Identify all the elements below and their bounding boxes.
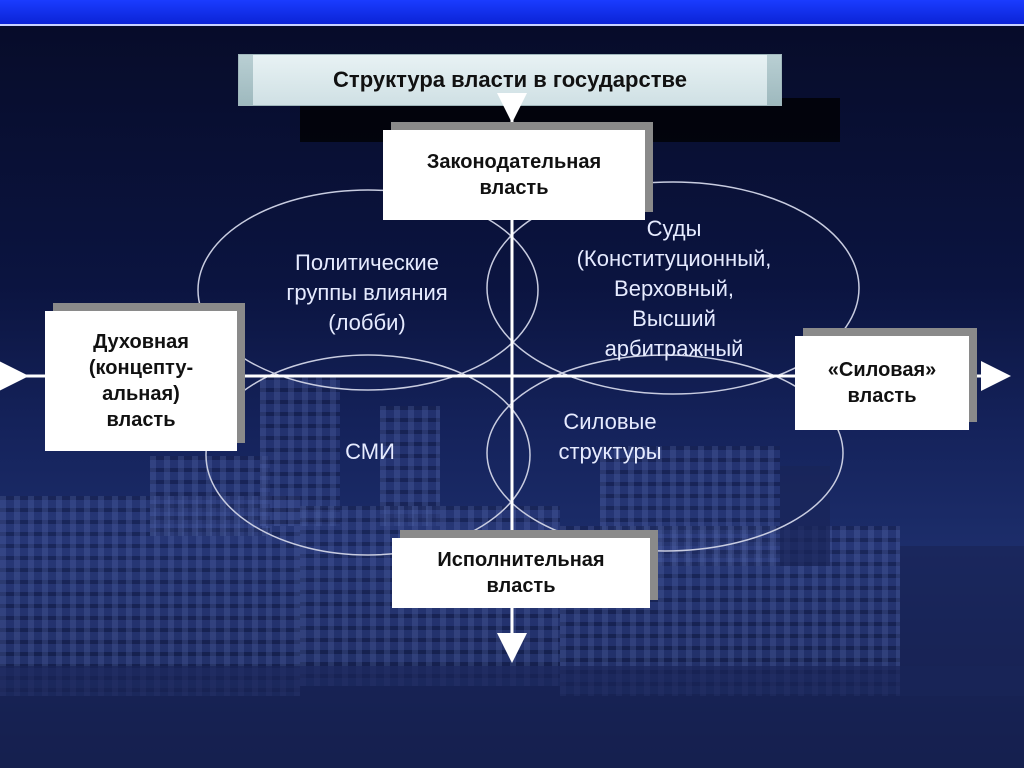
label-media: СМИ xyxy=(345,439,395,464)
label-security: Силовые структуры xyxy=(558,409,662,464)
top-line xyxy=(0,24,1024,26)
top-bar xyxy=(0,0,1024,24)
box-legislative: Законодательная власть xyxy=(383,130,645,220)
label-courts: Суды (Конституционный, Верховный, Высший… xyxy=(576,216,772,361)
box-executive: Исполнительная власть xyxy=(392,538,650,608)
ellipse-media xyxy=(205,354,531,556)
box-spiritual: Духовная (концепту- альная) власть xyxy=(45,311,237,451)
ellipse-courts xyxy=(486,181,860,395)
ellipse-security xyxy=(486,354,844,552)
box-force: «Силовая» власть xyxy=(795,336,969,430)
label-lobby: Политические группы влияния (лобби) xyxy=(286,250,448,335)
